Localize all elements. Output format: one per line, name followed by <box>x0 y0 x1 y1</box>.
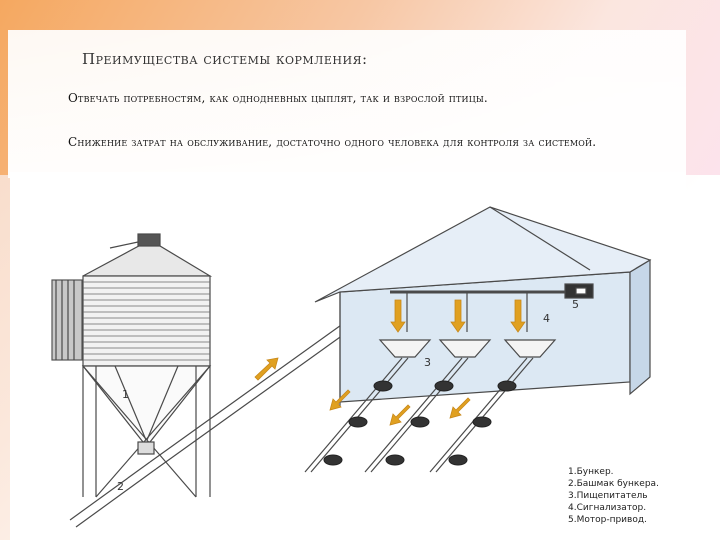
legend-item-4: 4.Сигнализатор. <box>568 503 646 513</box>
feed-hoppers <box>380 340 555 357</box>
legend-item-1: 1.Бункер. <box>568 467 614 477</box>
bunker-silo <box>52 234 210 497</box>
label-4: 4 <box>543 312 550 325</box>
poultry-house <box>315 207 650 407</box>
feeding-system-diagram: 1 2 3 4 5 1.Бункер. 2.Башмак бункера. 3.… <box>10 172 686 540</box>
bullet-point-2: Снижение затрат на обслуживание, достато… <box>68 133 688 151</box>
bullet-point-1: Отвечать потребностям, как однодневных ц… <box>68 91 488 105</box>
legend-item-2: 2.Башмак бункера. <box>568 479 659 489</box>
diagram-legend: 1.Бункер. 2.Башмак бункера. 3.Пищепитате… <box>568 467 659 525</box>
label-2: 2 <box>117 480 124 493</box>
label-1: 1 <box>122 388 129 401</box>
legend-item-5: 5.Мотор-привод. <box>568 515 647 525</box>
slide-title: Преимущества системы кормления: <box>82 50 368 68</box>
diagram-svg: 1 2 3 4 5 1.Бункер. 2.Башмак бункера. 3.… <box>10 172 686 540</box>
legend-item-3: 3.Пищепитатель <box>568 491 648 501</box>
label-3: 3 <box>424 356 431 369</box>
label-5: 5 <box>572 298 579 311</box>
